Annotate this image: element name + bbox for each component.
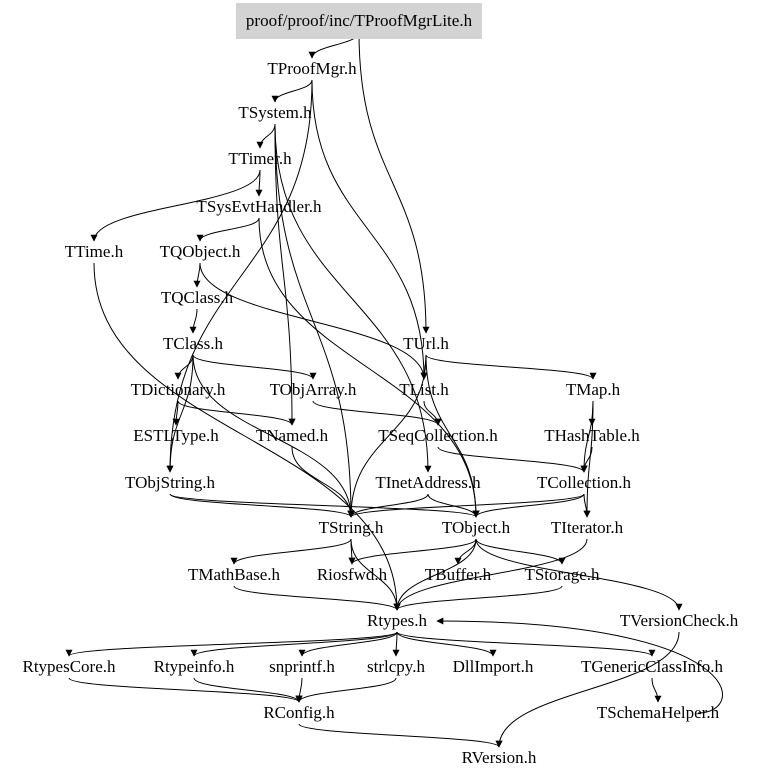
edge-tdictionary-to-tnamed	[177, 400, 296, 426]
edge-tcollection-to-tstring	[347, 493, 585, 518]
edge-rtypes-to-rtypescore	[65, 631, 398, 657]
edge-rtypes-to-snprintf	[298, 631, 398, 657]
edge-tobject-to-tversioncheck	[475, 538, 683, 611]
edge-rconfig-to-rversion	[298, 723, 503, 748]
graph-node-riosfwd[interactable]: Riosfwd.h	[316, 565, 388, 584]
graph-node-rconfig[interactable]: RConfig.h	[263, 703, 335, 722]
edge-tproofmgr-to-tobjstring	[166, 79, 313, 473]
graph-node-tstorage[interactable]: TStorage.h	[524, 565, 600, 584]
edge-tmathbase-to-rtypes	[233, 585, 401, 611]
edge-tobject-to-tstorage	[475, 538, 566, 565]
graph-node-estltype[interactable]: ESTLType.h	[133, 426, 219, 445]
edge-tdictionary-to-estltype	[172, 400, 180, 426]
edge-rtypescore-to-rconfig	[68, 677, 303, 703]
edge-tcollection-to-titerator	[583, 493, 591, 518]
graph-node-rtypes[interactable]: Rtypes.h	[367, 611, 427, 630]
edge-tclass-to-tobjarray	[192, 354, 317, 380]
edge-root-to-turl	[358, 31, 430, 334]
edge-tstorage-to-rtypes	[393, 585, 563, 611]
graph-node-tclass[interactable]: TClass.h	[163, 334, 223, 353]
edge-tsystem-to-tstring	[274, 123, 355, 518]
edge-tsysevthandler-to-tobject	[258, 217, 480, 518]
graph-node-tproofmgr[interactable]: TProofMgr.h	[267, 59, 357, 78]
graph-node-rversion[interactable]: RVersion.h	[461, 748, 537, 767]
edge-tclass-to-tstring	[192, 354, 355, 518]
edge-rtypes-to-strlcpy	[392, 631, 400, 657]
edge-tclass-to-tobjstring	[166, 354, 194, 473]
graph-node-tobject[interactable]: TObject.h	[441, 518, 511, 537]
graph-node-tstring[interactable]: TString.h	[318, 518, 384, 537]
edge-ttime-to-rtypes	[93, 262, 401, 611]
edge-tsysevthandler-to-tqobject	[196, 217, 260, 242]
graph-node-tsysevthandler[interactable]: TSysEvtHandler.h	[196, 197, 322, 216]
graph-node-tseqcollection[interactable]: TSeqCollection.h	[378, 426, 498, 445]
graph-node-tinetaddress[interactable]: TInetAddress.h	[375, 473, 481, 492]
graph-node-thashtable[interactable]: THashTable.h	[544, 426, 640, 445]
edge-rtypes-to-tgenericclassinfo	[396, 631, 656, 657]
graph-node-dllimport[interactable]: DllImport.h	[452, 657, 534, 676]
edge-tsystem-to-tinetaddress	[274, 123, 432, 473]
edge-ttimer-to-ttime	[90, 169, 261, 242]
graph-node-tmap[interactable]: TMap.h	[565, 380, 621, 399]
edge-rtypes-to-rtypeinfo	[190, 631, 398, 657]
graph-node-tqclass[interactable]: TQClass.h	[160, 288, 234, 307]
edge-tstring-to-tmathbase	[230, 538, 352, 565]
edge-tobjstring-to-tstring	[169, 493, 355, 518]
edge-tseqcollection-to-tcollection	[437, 446, 588, 473]
graph-node-tobjarray[interactable]: TObjArray.h	[269, 380, 357, 399]
graph-node-strlcpy[interactable]: strlcpy.h	[367, 657, 425, 676]
edge-tproofmgr-to-tlist	[311, 79, 428, 380]
graph-node-root[interactable]: proof/proof/inc/TProofMgrLite.h	[235, 3, 483, 39]
edge-tqobject-to-tqclass	[193, 262, 201, 288]
graph-node-turl[interactable]: TUrl.h	[403, 334, 449, 353]
edge-tversioncheck-to-rversion	[495, 631, 680, 748]
edge-rtypeinfo-to-rconfig	[193, 677, 303, 703]
graph-node-tgenericclassinfo[interactable]: TGenericClassInfo.h	[580, 657, 724, 676]
edge-strlcpy-to-rconfig	[295, 677, 397, 703]
edge-tobjstring-to-tobject	[169, 493, 480, 518]
graph-node-tnamed[interactable]: TNamed.h	[255, 426, 329, 445]
graph-node-rtypescore[interactable]: RtypesCore.h	[22, 657, 116, 676]
graph-node-titerator[interactable]: TIterator.h	[550, 518, 624, 537]
graph-node-ttime[interactable]: TTime.h	[64, 242, 124, 261]
graph-node-tobjstring[interactable]: TObjString.h	[125, 473, 215, 492]
edge-turl-to-tobject	[425, 354, 480, 518]
edge-tlist-to-tseqcollection	[423, 400, 442, 426]
graph-node-snprintf[interactable]: snprintf.h	[269, 657, 335, 676]
edge-tproofmgr-to-tsystem	[271, 79, 313, 103]
edge-tinetaddress-to-tstring	[347, 493, 429, 518]
graph-node-tschemahelper[interactable]: TSchemaHelper.h	[596, 703, 720, 722]
edge-tobject-to-tbuffer	[454, 538, 477, 565]
graph-node-tversioncheck[interactable]: TVersionCheck.h	[619, 611, 739, 630]
graph-node-tqobject[interactable]: TQObject.h	[159, 242, 241, 261]
graph-node-tsystem[interactable]: TSystem.h	[238, 103, 312, 122]
edge-rtypes-to-dllimport	[396, 631, 497, 657]
edge-tcollection-to-tobject	[472, 493, 585, 518]
graph-node-tmathbase[interactable]: TMathBase.h	[187, 565, 281, 584]
graph-node-tbuffer[interactable]: TBuffer.h	[424, 565, 492, 584]
graph-node-tdictionary[interactable]: TDictionary.h	[130, 380, 226, 399]
edge-tsystem-to-ttimer	[256, 123, 276, 149]
edge-tobject-to-riosfwd	[348, 538, 477, 565]
edge-tstring-to-rtypes	[350, 538, 401, 611]
edge-tgenericclassinfo-to-tschemahelper	[651, 677, 662, 703]
graph-node-ttimer[interactable]: TTimer.h	[228, 149, 292, 168]
edge-turl-to-tstring	[347, 354, 427, 518]
edge-tsystem-to-tnamed	[274, 123, 296, 426]
graph-node-tcollection[interactable]: TCollection.h	[537, 473, 631, 492]
edge-tobject-to-rtypes	[393, 538, 477, 611]
edge-tmap-to-titerator	[583, 400, 594, 518]
edge-tobjarray-to-tseqcollection	[312, 400, 442, 426]
edge-tschemahelper-to-rtypes	[436, 617, 723, 714]
edge-titerator-to-rtypes	[393, 538, 588, 611]
edge-tqobject-to-tlist	[199, 262, 428, 380]
edge-turl-to-tmap	[425, 354, 597, 380]
edge-tqclass-to-tclass	[189, 308, 198, 334]
graph-node-rtypeinfo[interactable]: Rtypeinfo.h	[153, 657, 235, 676]
graph-node-tlist[interactable]: TList.h	[399, 380, 449, 399]
